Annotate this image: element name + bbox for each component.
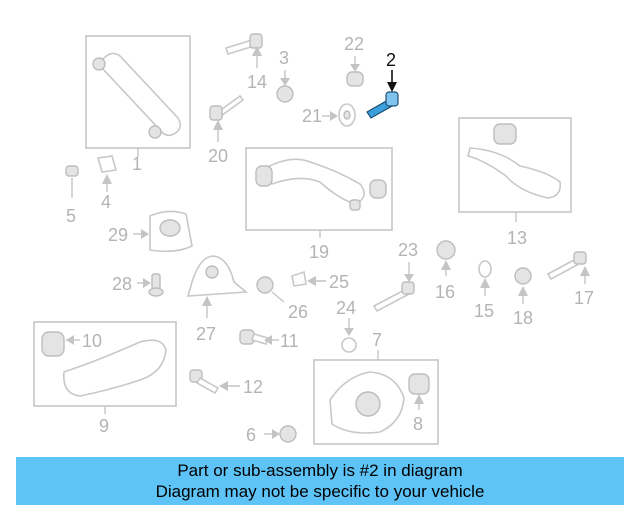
- callout-1: 1: [132, 154, 142, 174]
- callout-22: 22: [344, 34, 364, 54]
- callout-14: 14: [247, 72, 267, 92]
- callout-3: 3: [279, 48, 289, 68]
- part-23-bolt[interactable]: [372, 262, 415, 313]
- callout-29: 29: [108, 225, 128, 245]
- callout-16: 16: [435, 282, 455, 302]
- part-10-bushing[interactable]: [66, 335, 80, 345]
- callout-28: 28: [112, 274, 132, 294]
- callout-12: 12: [243, 377, 263, 397]
- callout-2: 2: [386, 50, 396, 70]
- callout-20: 20: [208, 146, 228, 166]
- part-14-bolt[interactable]: [224, 33, 263, 68]
- part-7-knuckle[interactable]: [313, 350, 439, 445]
- callout-23: 23: [398, 240, 418, 260]
- part-15-washer[interactable]: [478, 260, 492, 296]
- part-26-bushing[interactable]: [256, 276, 285, 303]
- callout-7: 7: [372, 330, 382, 350]
- callout-17: 17: [574, 288, 594, 308]
- part-21-washer[interactable]: [322, 103, 356, 127]
- banner-line-1: Part or sub-assembly is #2 in diagram: [177, 461, 463, 480]
- callout-5: 5: [66, 206, 76, 226]
- part-28-screw[interactable]: [137, 273, 164, 297]
- part-17-bolt[interactable]: [546, 251, 590, 284]
- part-27-bracket[interactable]: [186, 255, 249, 318]
- part-4-bracket[interactable]: [96, 155, 118, 192]
- banner-line-2: Diagram may not be specific to your vehi…: [155, 482, 485, 501]
- part-12-bolt[interactable]: [189, 369, 240, 395]
- part-5-bolt[interactable]: [65, 165, 79, 198]
- callout-13: 13: [507, 228, 527, 248]
- part-13-lower-arm[interactable]: [458, 117, 572, 222]
- info-banner: Part or sub-assembly is #2 in diagram Di…: [16, 457, 624, 505]
- callout-11: 11: [280, 331, 299, 351]
- callout-4: 4: [101, 192, 111, 212]
- part-25-bracket[interactable]: [291, 270, 326, 287]
- part-3-nut[interactable]: [276, 70, 294, 103]
- callout-6: 6: [246, 425, 256, 445]
- callout-27: 27: [196, 324, 216, 344]
- part-8-bushing[interactable]: [408, 373, 430, 410]
- part-18-nut[interactable]: [514, 267, 532, 304]
- part-22-bushing[interactable]: [346, 56, 364, 87]
- part-29-mount[interactable]: [133, 210, 193, 253]
- part-6-nut[interactable]: [264, 425, 297, 443]
- part-11-bolt[interactable]: [239, 329, 279, 345]
- part-16-bushing[interactable]: [436, 240, 456, 276]
- callout-10: 10: [82, 331, 102, 351]
- callout-26: 26: [288, 302, 308, 322]
- callout-8: 8: [413, 414, 423, 434]
- callout-15: 15: [474, 301, 494, 321]
- callout-19: 19: [309, 242, 329, 262]
- callout-21: 21: [302, 106, 322, 126]
- part-20-bolt[interactable]: [209, 94, 245, 142]
- part-1-link[interactable]: [85, 35, 191, 157]
- callout-9: 9: [99, 416, 109, 436]
- callout-18: 18: [513, 308, 533, 328]
- part-2-bolt[interactable]: [366, 70, 399, 119]
- part-24-washer[interactable]: [341, 318, 357, 353]
- callout-25: 25: [329, 272, 349, 292]
- callout-24: 24: [336, 298, 356, 318]
- part-9-trailing-arm[interactable]: [33, 321, 177, 414]
- part-19-upper-arm[interactable]: [245, 147, 393, 238]
